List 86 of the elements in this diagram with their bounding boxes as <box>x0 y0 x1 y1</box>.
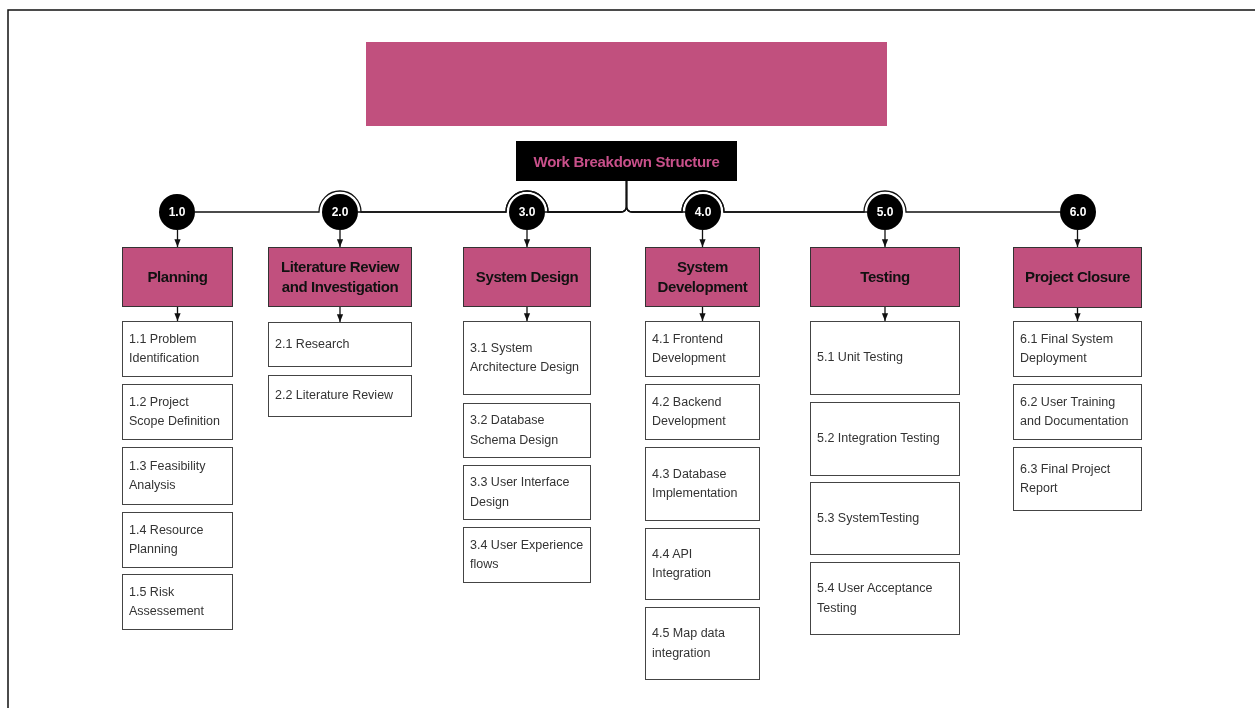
task-box <box>463 527 591 583</box>
arrow <box>699 306 706 322</box>
task-label: 1.1 Problem Identification <box>129 330 201 367</box>
task-label: 4.1 Frontend Development <box>652 330 727 367</box>
task-box <box>268 322 412 367</box>
phase-title: Literature Review and Investigation <box>279 256 401 297</box>
task-label: 4.4 API Integration <box>652 545 713 582</box>
task-label: 5.3 SystemTesting <box>817 509 920 527</box>
phase-number-circle <box>685 194 721 230</box>
heading-box <box>516 141 737 181</box>
phase-title: Testing <box>860 266 910 287</box>
phase-box <box>810 247 960 307</box>
task-label: 3.3 User Interface Design <box>470 474 571 511</box>
task-box <box>645 528 760 600</box>
phase-box <box>122 247 233 307</box>
task-box <box>463 321 591 395</box>
arrow <box>881 229 889 248</box>
task-label: 1.5 Risk Assessement <box>129 583 206 620</box>
task-box <box>463 403 591 458</box>
task-box <box>122 447 233 505</box>
phase-title: System Design <box>475 266 579 287</box>
phase-number: 4.0 <box>694 205 712 219</box>
phase-number-circle <box>867 194 903 230</box>
task-label: 3.4 User Experience flows <box>470 536 584 573</box>
arrow <box>336 229 344 248</box>
arrow <box>336 306 344 323</box>
task-label: 4.2 Backend Development <box>652 393 727 430</box>
task-label: 5.1 Unit Testing <box>817 349 903 367</box>
arrow <box>174 229 181 248</box>
connector-line <box>625 180 1061 213</box>
task-box <box>645 321 760 377</box>
arrow <box>1074 229 1081 248</box>
task-label: 5.4 User Acceptance Testing <box>817 580 934 617</box>
phase-number: 2.0 <box>331 205 349 219</box>
phase-number: 6.0 <box>1069 205 1087 219</box>
task-label: 6.3 Final Project Report <box>1020 460 1112 497</box>
arrow <box>1074 307 1081 322</box>
task-label: 4.3 Database Implementation <box>652 465 739 502</box>
task-label: 6.2 User Training and Documentation <box>1020 393 1130 430</box>
task-box <box>810 562 960 635</box>
task-label: 6.1 Final System Deployment <box>1020 330 1115 367</box>
task-box <box>810 321 960 395</box>
arrow <box>699 229 706 248</box>
task-box <box>645 384 760 440</box>
task-box <box>1013 447 1142 511</box>
phase-number-circle <box>159 194 195 230</box>
phase-number-circle <box>509 194 545 230</box>
task-label: 1.2 Project Scope Definition <box>129 393 222 430</box>
task-label: 4.5 Map data integration <box>652 625 726 662</box>
phase-title: Project Closure <box>1025 267 1130 288</box>
task-label: 1.3 Feasibility Analysis <box>129 457 207 494</box>
task-label: 5.2 Integration Testing <box>817 430 940 448</box>
task-label: 2.1 Research <box>275 335 350 353</box>
phase-number-circle <box>322 194 358 230</box>
phase-number: 1.0 <box>168 205 186 219</box>
phase-number: 3.0 <box>518 205 536 219</box>
phase-box <box>268 247 412 307</box>
arrow <box>174 306 181 322</box>
arrow <box>523 306 531 322</box>
task-label: 3.2 Database Schema Design <box>470 412 560 449</box>
phase-box <box>1013 247 1142 308</box>
task-box <box>1013 321 1142 377</box>
task-box <box>122 574 233 630</box>
phase-box <box>463 247 591 307</box>
task-box <box>1013 384 1142 440</box>
task-label: 3.1 System Architecture Design <box>470 339 581 376</box>
task-box <box>645 607 760 680</box>
phase-title: System Development <box>656 256 749 297</box>
task-label: 2.2 Literature Review <box>275 387 394 405</box>
task-box <box>463 465 591 520</box>
task-box <box>810 402 960 476</box>
task-box <box>122 512 233 568</box>
arrow <box>523 229 531 248</box>
phase-number: 5.0 <box>876 205 894 219</box>
heading-text: Work Breakdown Structure <box>533 152 720 170</box>
task-box <box>122 384 233 440</box>
banner-box <box>366 42 887 126</box>
phase-box <box>645 247 760 307</box>
task-label: 1.4 Resource Planning <box>129 521 205 558</box>
task-box <box>122 321 233 377</box>
task-box <box>810 482 960 555</box>
phase-number-circle <box>1060 194 1096 230</box>
phase-title: Planning <box>147 266 208 287</box>
arrow <box>881 306 889 322</box>
task-box <box>645 447 760 521</box>
task-box <box>268 375 412 417</box>
